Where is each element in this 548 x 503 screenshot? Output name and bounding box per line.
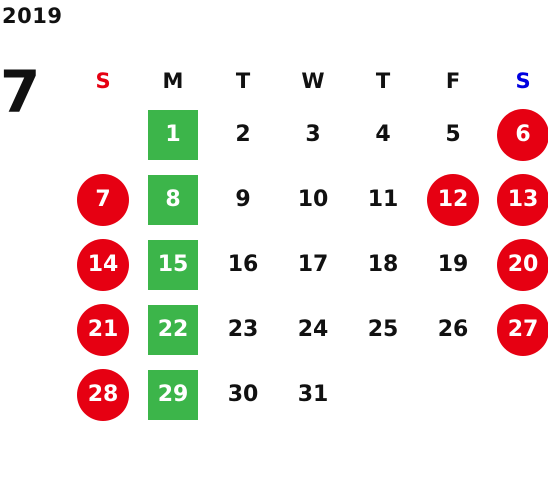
day-cell: 17: [278, 232, 348, 297]
day-number: 5: [445, 122, 461, 147]
day-number-highlighted: 15: [148, 239, 198, 290]
weekday-label: M: [162, 69, 184, 93]
week-row: 1 2 3 4 5 6: [68, 102, 548, 167]
day-cell: 8: [138, 167, 208, 232]
day-number: 24: [297, 317, 329, 342]
day-cell: 30: [208, 362, 278, 427]
day-number-highlighted: 22: [148, 304, 198, 355]
day-cell: 27: [488, 297, 548, 362]
day-number: 9: [235, 187, 251, 212]
day-number-highlighted: 29: [148, 369, 198, 420]
day-number: 17: [297, 252, 329, 277]
day-number-holiday: 6: [497, 108, 548, 161]
day-number: 23: [227, 317, 259, 342]
day-cell: 10: [278, 167, 348, 232]
weekday-cell: M: [138, 60, 208, 102]
weekday-cell: S: [488, 60, 548, 102]
day-number-holiday: 27: [497, 303, 548, 356]
day-cell: [348, 362, 418, 427]
day-cell: 9: [208, 167, 278, 232]
calendar-month: 7: [0, 58, 41, 126]
day-cell: 12: [418, 167, 488, 232]
weekday-label: S: [515, 69, 531, 93]
day-cell: 19: [418, 232, 488, 297]
day-cell: 18: [348, 232, 418, 297]
day-number: 19: [437, 252, 469, 277]
day-cell: 22: [138, 297, 208, 362]
week-row: 28 29 30 31: [68, 362, 548, 427]
day-cell: 5: [418, 102, 488, 167]
week-row: 14 15 16 17 18 19 20: [68, 232, 548, 297]
day-number: 3: [305, 122, 321, 147]
day-number-holiday: 13: [497, 173, 548, 226]
day-number: 4: [375, 122, 391, 147]
day-number-holiday: 12: [427, 173, 479, 226]
day-cell: 23: [208, 297, 278, 362]
day-number-holiday: 20: [497, 238, 548, 291]
day-number-highlighted: 8: [148, 174, 198, 225]
day-number-holiday: 7: [77, 173, 129, 226]
weekday-label: T: [235, 69, 251, 93]
weekday-label: W: [301, 69, 325, 93]
day-cell: 6: [488, 102, 548, 167]
day-cell: [488, 362, 548, 427]
day-number-holiday: 14: [77, 238, 129, 291]
weekday-label: T: [375, 69, 391, 93]
day-cell: 20: [488, 232, 548, 297]
day-cell: 11: [348, 167, 418, 232]
day-number-holiday: 28: [77, 368, 129, 421]
weekday-cell: S: [68, 60, 138, 102]
day-cell: 1: [138, 102, 208, 167]
day-cell: 15: [138, 232, 208, 297]
day-cell: 4: [348, 102, 418, 167]
day-cell: 26: [418, 297, 488, 362]
day-number: 18: [367, 252, 399, 277]
day-number: 31: [297, 382, 329, 407]
weekday-header-row: S M T W T F S: [68, 60, 548, 102]
day-cell: 3: [278, 102, 348, 167]
day-cell: 14: [68, 232, 138, 297]
day-number: 30: [227, 382, 259, 407]
day-cell: 28: [68, 362, 138, 427]
day-cell: 2: [208, 102, 278, 167]
day-cell: 31: [278, 362, 348, 427]
day-cell: 13: [488, 167, 548, 232]
day-number: 11: [367, 187, 399, 212]
day-number: 26: [437, 317, 469, 342]
weekday-cell: W: [278, 60, 348, 102]
day-cell: 25: [348, 297, 418, 362]
day-number: 2: [235, 122, 251, 147]
day-cell: 24: [278, 297, 348, 362]
day-cell: [68, 102, 138, 167]
weekday-cell: T: [348, 60, 418, 102]
weekday-cell: T: [208, 60, 278, 102]
day-cell: [418, 362, 488, 427]
week-row: 21 22 23 24 25 26 27: [68, 297, 548, 362]
day-number: 25: [367, 317, 399, 342]
day-cell: 29: [138, 362, 208, 427]
day-cell: 7: [68, 167, 138, 232]
day-number-holiday: 21: [77, 303, 129, 356]
weekday-cell: F: [418, 60, 488, 102]
day-cell: 16: [208, 232, 278, 297]
calendar-year: 2019: [2, 4, 63, 28]
day-cell: 21: [68, 297, 138, 362]
weekday-label: F: [445, 69, 461, 93]
day-number: 16: [227, 252, 259, 277]
day-number: 10: [297, 187, 329, 212]
weekday-label: S: [95, 69, 111, 93]
day-number-highlighted: 1: [148, 109, 198, 160]
